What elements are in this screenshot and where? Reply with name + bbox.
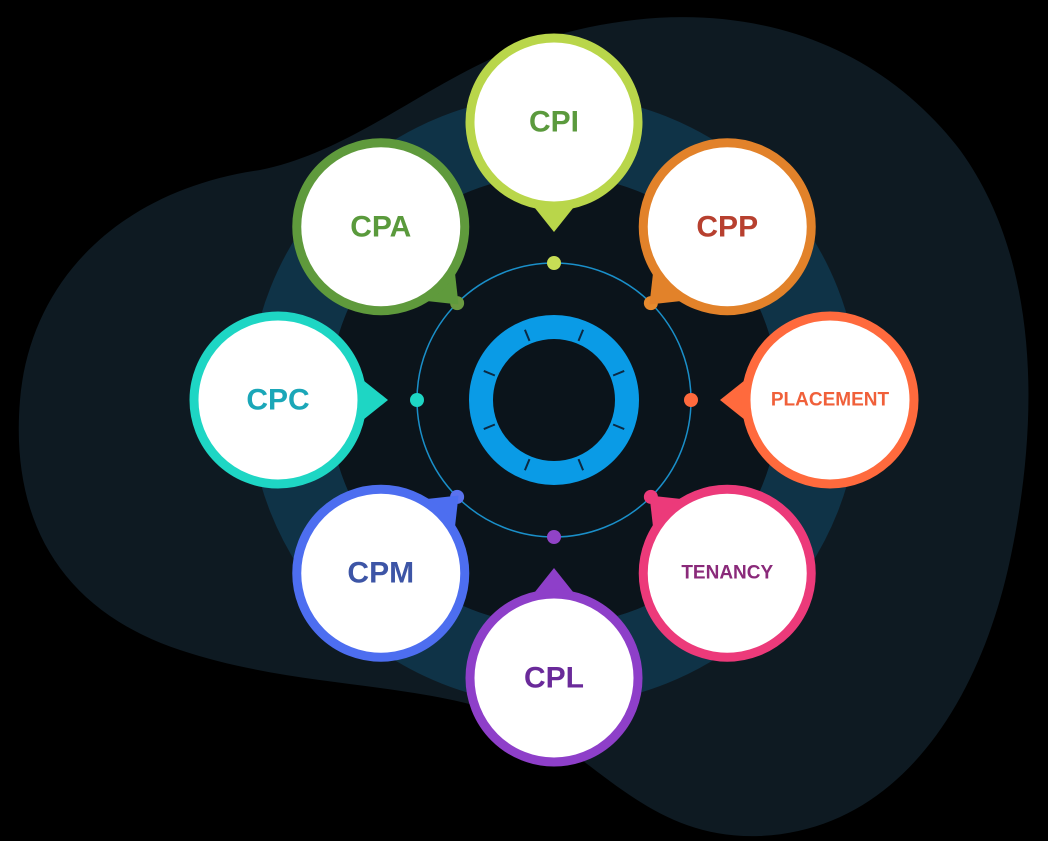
tick-mark [483, 369, 496, 377]
node-cpc[interactable]: CPC [189, 311, 388, 489]
placement-bubble [741, 311, 919, 489]
cpc-label: CPC [246, 384, 309, 417]
cpi-pointer [534, 207, 574, 232]
node-cpm[interactable]: CPM [292, 484, 470, 662]
node-cpl[interactable]: CPL [465, 568, 643, 767]
cpc-orbit-dot [410, 393, 424, 407]
placement-pointer [720, 380, 745, 420]
tenancy-bubble [638, 484, 816, 662]
node-cpp[interactable]: CPP [638, 138, 816, 316]
core-ring-ticks [483, 329, 625, 471]
cpa-label: CPA [350, 210, 411, 243]
cpi-bubble [465, 33, 643, 211]
core-ring [469, 315, 639, 485]
cpc-pointer [363, 380, 388, 420]
node-tenancy[interactable]: TENANCY [638, 484, 816, 662]
cpl-pointer [534, 568, 574, 593]
tick-mark [483, 423, 496, 431]
cpl-orbit-dot [547, 530, 561, 544]
cpa-bubble [292, 138, 470, 316]
cpl-label: CPL [524, 662, 584, 695]
placement-orbit-dot [684, 393, 698, 407]
tick-mark [523, 329, 531, 342]
cpp-label: CPP [696, 210, 758, 243]
cpm-label: CPM [347, 557, 414, 590]
tick-mark [612, 423, 625, 431]
tick-mark [577, 458, 585, 471]
tenancy-label: TENANCY [681, 563, 773, 584]
node-cpa[interactable]: CPA [292, 138, 470, 316]
tick-mark [612, 369, 625, 377]
placement-label: PLACEMENT [771, 390, 890, 411]
tick-mark [523, 458, 531, 471]
node-cpi[interactable]: CPI [465, 33, 643, 232]
cpi-orbit-dot [547, 256, 561, 270]
cpp-bubble [638, 138, 816, 316]
cpc-bubble [189, 311, 367, 489]
cpm-bubble [292, 484, 470, 662]
cpi-label: CPI [529, 106, 579, 139]
tick-mark [577, 329, 585, 342]
node-placement[interactable]: PLACEMENT [720, 311, 919, 489]
cpl-bubble [465, 589, 643, 767]
